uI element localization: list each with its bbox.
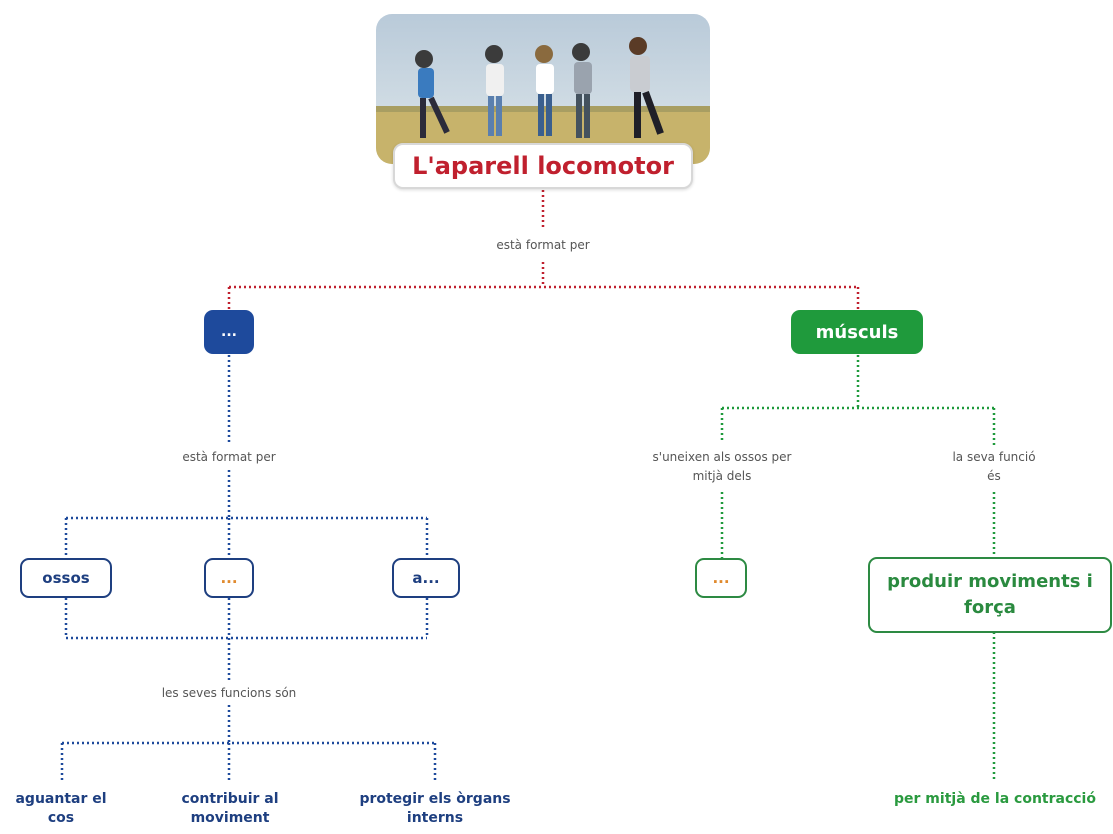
produce-node: produir moviments i força xyxy=(868,557,1112,633)
blank-mid-node: ... xyxy=(204,558,254,598)
leaf-contraction: per mitjà de la contracció xyxy=(894,791,1096,807)
blue-connector xyxy=(60,355,437,780)
link-label-muscles-function: la seva funció és xyxy=(950,448,1038,486)
ossos-node: ossos xyxy=(20,558,112,598)
leaf-movement: contribuir al moviment xyxy=(181,791,279,826)
muscles-node: músculs xyxy=(791,310,923,354)
header-photo xyxy=(376,14,710,164)
link-label-blue: està format per xyxy=(149,448,309,467)
blank-green-node: ... xyxy=(695,558,747,598)
root-connector xyxy=(227,190,860,310)
title-node: L'aparell locomotor xyxy=(393,143,693,189)
leaf-support: aguantar el cos xyxy=(15,791,107,826)
link-label-blue-functions: les seves funcions són xyxy=(119,684,339,703)
link-label-muscles-join: s'uneixen als ossos per mitjà dels xyxy=(640,448,804,486)
blue-top-node: ... xyxy=(204,310,254,354)
a-blank-node: a... xyxy=(392,558,460,598)
leaf-protect: protegir els òrgans interns xyxy=(359,791,511,826)
green-connector xyxy=(720,355,996,780)
runners xyxy=(415,37,664,138)
link-label-root: està format per xyxy=(463,236,623,255)
